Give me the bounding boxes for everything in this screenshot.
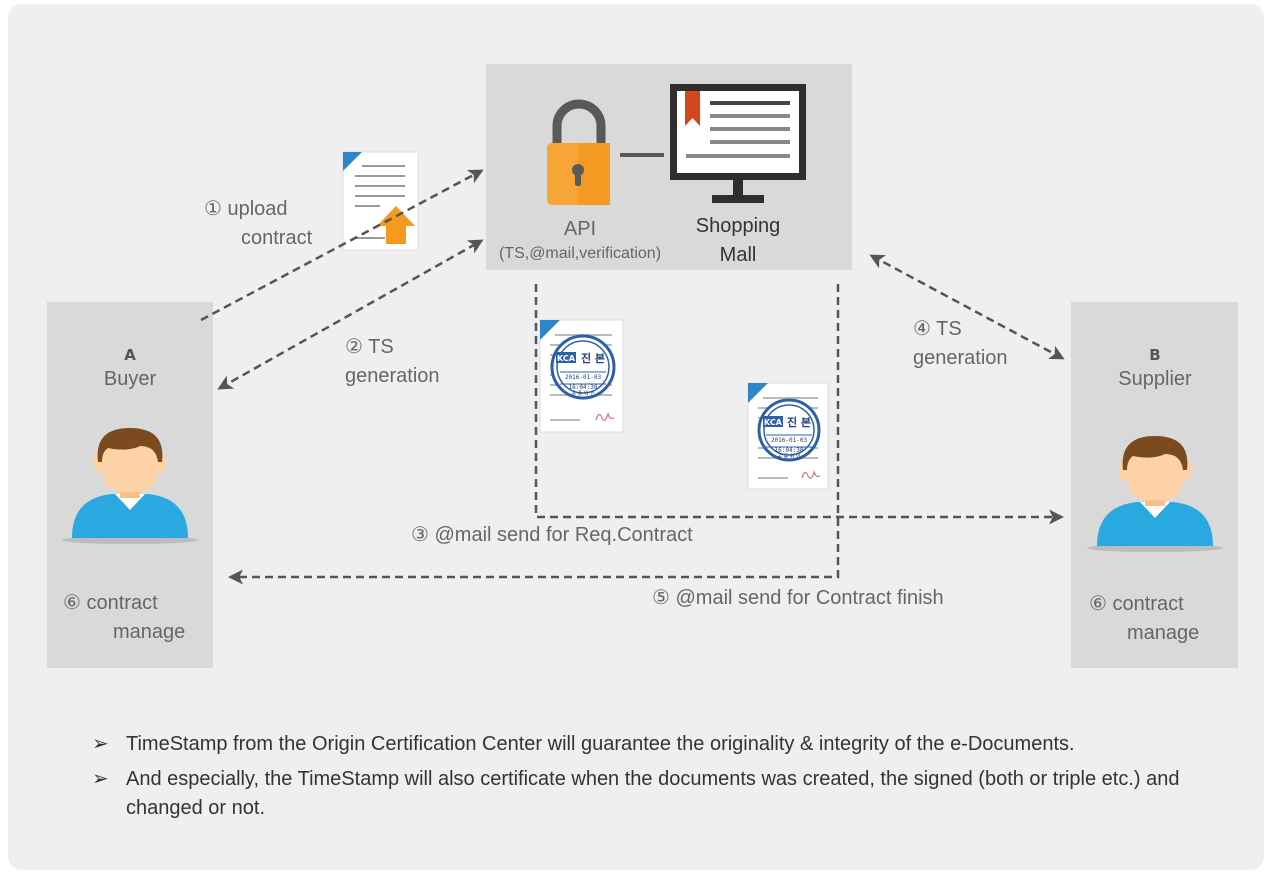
note-text: And especially, the TimeStamp will also … <box>126 768 1180 819</box>
stamp-logo: KCA <box>557 354 576 363</box>
buyer-name: Buyer <box>103 368 157 390</box>
stamp-date: 2016-01-03 <box>565 374 602 381</box>
arrow-mail-contract-finish <box>228 284 840 585</box>
note-text: TimeStamp from the Origin Certification … <box>126 733 1075 755</box>
buyer-manage-2: manage <box>113 621 186 643</box>
api-label: API <box>563 218 597 240</box>
step-3-label: ③ @mail send for Req.Contract <box>411 524 693 546</box>
stamp-logo: KCA <box>764 418 783 427</box>
stamp-date: 2016-01-03 <box>771 437 808 444</box>
supplier-manage-1: ⑥ contract <box>1089 593 1184 615</box>
certified-document-icon <box>539 319 624 433</box>
stamp-title: 진 본 <box>787 415 811 429</box>
supplier-person-icon <box>1087 436 1223 552</box>
arrow-ts-generation-supplier <box>869 254 1065 360</box>
upload-document-icon <box>342 151 419 251</box>
supplier-letter: B <box>1149 346 1161 364</box>
arrow-ts-generation-buyer <box>217 239 484 390</box>
lock-icon <box>547 99 610 205</box>
step-4-label-2: generation <box>913 347 1008 369</box>
shopping-mall-label: Shopping <box>695 215 781 237</box>
shopping-mall-label-2: Mall <box>719 244 757 266</box>
stamp-time: 16:04:30 <box>569 384 598 391</box>
note-item: ➢ TimeStamp from the Origin Certificatio… <box>92 730 1212 759</box>
buyer-manage-1: ⑥ contract <box>63 592 158 614</box>
stamp-title: 진 본 <box>581 351 605 365</box>
step-2-label: ② TS <box>345 336 394 358</box>
monitor-icon <box>670 84 806 203</box>
step-1-label: ① upload <box>204 198 288 220</box>
step-4-label: ④ TS <box>913 318 962 340</box>
stamp-bottom: 공 증 위 인 <box>571 390 595 397</box>
step-2-label-2: generation <box>345 365 440 387</box>
note-bullet: ➢ <box>92 768 109 790</box>
buyer-letter: A <box>124 346 136 364</box>
note-bullet: ➢ <box>92 733 109 755</box>
stamp-bottom: 공 증 위 인 <box>777 453 801 460</box>
note-item: ➢ And especially, the TimeStamp will als… <box>92 765 1212 823</box>
step-5-label: ⑤ @mail send for Contract finish <box>652 587 944 609</box>
supplier-manage-2: manage <box>1127 622 1200 644</box>
stamp-time: 16:04:30 <box>775 447 804 454</box>
api-sub-label: (TS,@mail,verification) <box>498 245 662 262</box>
notes-list: ➢ TimeStamp from the Origin Certificatio… <box>92 730 1212 829</box>
step-1-label-2: contract <box>241 227 313 249</box>
buyer-person-icon <box>62 428 198 544</box>
certified-document-icon <box>747 382 829 490</box>
supplier-name: Supplier <box>1118 368 1192 390</box>
